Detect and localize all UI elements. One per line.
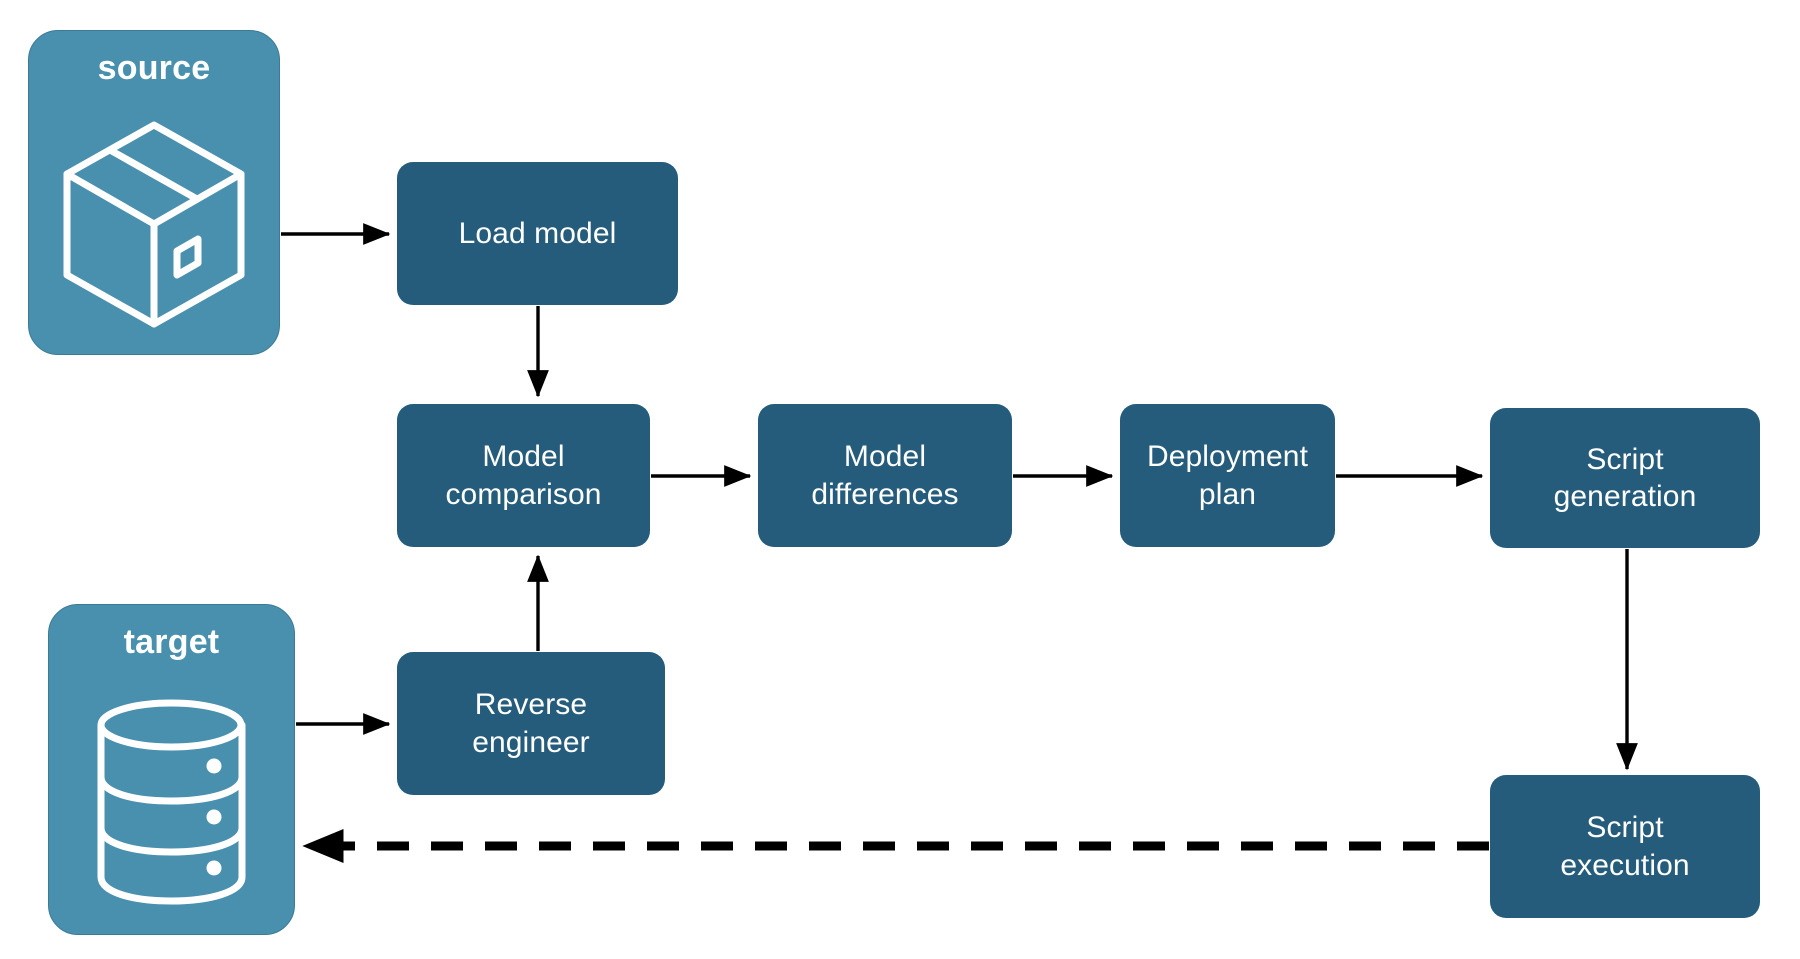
process-box-model-comparison[interactable]: Model comparison (397, 404, 650, 547)
package-cube-icon (29, 94, 279, 354)
process-box-load-model[interactable]: Load model (397, 162, 678, 305)
process-box-script-execution[interactable]: Script execution (1490, 775, 1760, 918)
endpoint-card-target[interactable]: target (48, 604, 295, 935)
endpoint-label-target: target (123, 623, 220, 661)
endpoint-label-source: source (97, 49, 211, 87)
database-cylinder-icon (49, 668, 294, 934)
process-box-script-generation[interactable]: Script generation (1490, 408, 1760, 548)
process-box-reverse-engineer[interactable]: Reverse engineer (397, 652, 665, 795)
endpoint-card-source[interactable]: source (28, 30, 280, 355)
process-box-model-differences[interactable]: Model differences (758, 404, 1012, 547)
process-box-deployment-plan[interactable]: Deployment plan (1120, 404, 1335, 547)
